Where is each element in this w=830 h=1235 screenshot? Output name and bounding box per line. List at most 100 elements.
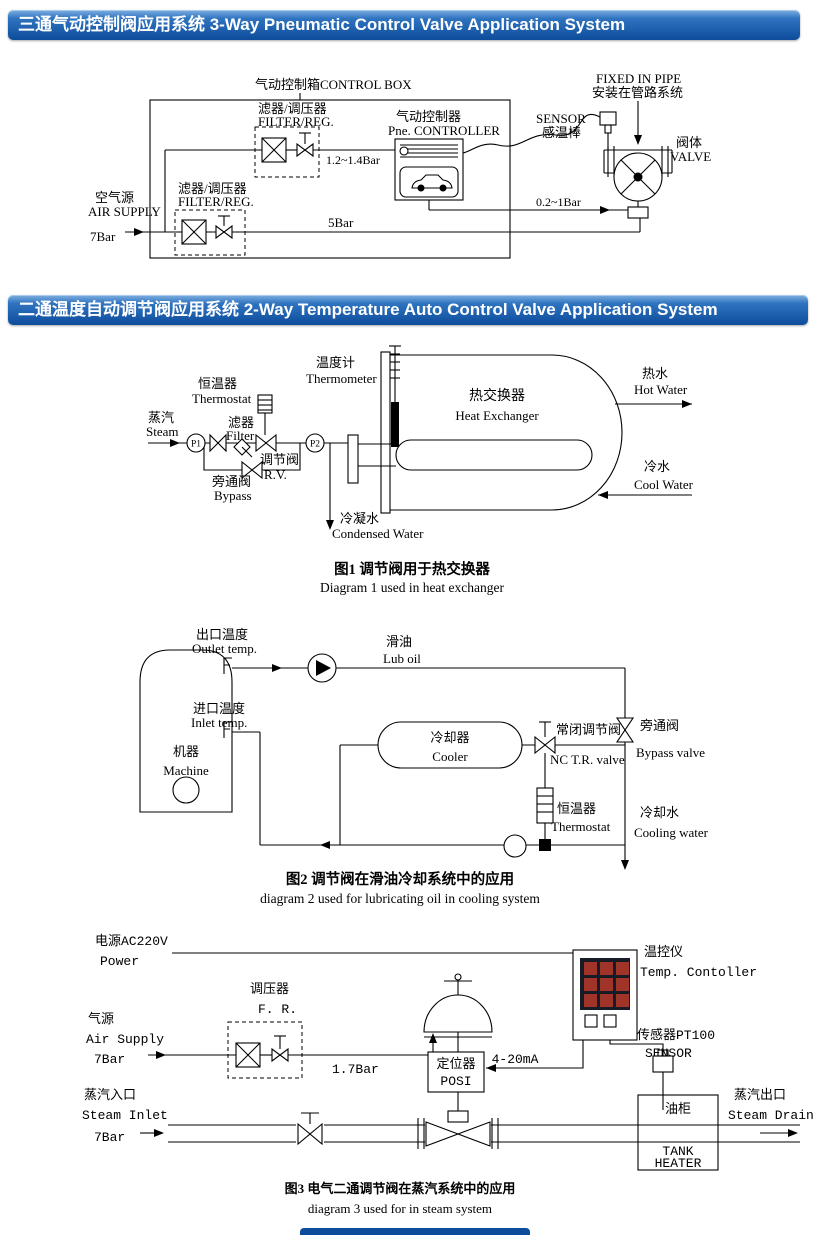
control-valve-assembly bbox=[423, 973, 493, 1111]
label-ma: 4-20mA bbox=[492, 1052, 539, 1067]
label-1214bar: 1.2~1.4Bar bbox=[326, 153, 380, 167]
label-cooler-cn: 冷却器 bbox=[430, 730, 469, 745]
air-supply-line bbox=[125, 149, 641, 236]
banner-2way-title: 二通温度自动调节阀应用系统 2-Way Temperature Auto Con… bbox=[18, 300, 718, 319]
label-hx-cn: 热交换器 bbox=[469, 387, 525, 404]
label-cool-en: Cool Water bbox=[634, 477, 694, 492]
caption-1-cn: 图1 调节阀用于热交换器 bbox=[334, 560, 490, 578]
lub-oil-circuit bbox=[232, 653, 629, 870]
diagram-lub-oil-cooling: 机器 Machine 出口温度 Outlet temp. 进口温度 Inlet … bbox=[139, 627, 709, 906]
heat-exchanger-vessel bbox=[347, 351, 623, 514]
label-rv-cn: 调节阀 bbox=[260, 452, 299, 467]
diagram-pneumatic-system: 气动控制箱CONTROL BOX 空气源 AIR SUPPLY 7Bar 5Ba… bbox=[88, 71, 711, 259]
label-steam-inlet-en: Steam Inlet bbox=[82, 1108, 168, 1123]
label-filter-cn: 滤器 bbox=[228, 415, 254, 430]
label-hot-en: Hot Water bbox=[634, 382, 688, 397]
steam-line bbox=[148, 433, 348, 530]
label-steam-drain-cn: 蒸汽出口 bbox=[734, 1088, 786, 1103]
label-condensed-cn: 冷凝水 bbox=[340, 511, 379, 526]
label-air-source-en: AIR SUPPLY bbox=[88, 204, 161, 219]
caption-3-cn: 图3 电气二通调节阀在蒸汽系统中的应用 bbox=[285, 1181, 516, 1196]
globe-valve-body bbox=[417, 1110, 499, 1149]
diagram-steam-system: 电源AC220V Power 温控仪 Temp. Contoller bbox=[82, 934, 814, 1216]
banner-3way-title: 三通气动控制阀应用系统 3-Way Pneumatic Control Valv… bbox=[18, 15, 626, 34]
label-air-source-cn: 空气源 bbox=[95, 190, 134, 205]
temp-controller-device bbox=[572, 949, 638, 1041]
label-valve-en: VALVE bbox=[670, 149, 711, 164]
diagram-heat-exchanger: 热交换器 Heat Exchanger 温度计 Thermometer 恒温器 … bbox=[146, 345, 694, 595]
label-pt100-cn: 传感器PT100 bbox=[637, 1027, 715, 1043]
label-sensor-en: SENSOR bbox=[536, 111, 586, 126]
banner-2way-system: 二通温度自动调节阀应用系统 2-Way Temperature Auto Con… bbox=[8, 295, 808, 325]
label-17bar: 1.7Bar bbox=[332, 1062, 379, 1077]
label-021bar: 0.2~1Bar bbox=[536, 195, 581, 209]
banner-3way-system: 三通气动控制阀应用系统 3-Way Pneumatic Control Valv… bbox=[8, 10, 800, 40]
label-rv-en: R.V. bbox=[264, 467, 287, 482]
label-air-en: Air Supply bbox=[86, 1032, 164, 1047]
label-cooling-water-en: Cooling water bbox=[634, 825, 709, 840]
label-inlet-cn: 进口温度 bbox=[193, 701, 245, 716]
label-machine-cn: 机器 bbox=[173, 744, 199, 759]
label-tank-en2: HEATER bbox=[655, 1156, 702, 1171]
label-bypass-cn: 旁通阀 bbox=[212, 474, 251, 489]
cool-water-line bbox=[598, 491, 692, 499]
label-fixed-en: FIXED IN PIPE bbox=[596, 71, 681, 86]
label-filter-bottom-cn: 滤器/调压器 bbox=[178, 181, 247, 196]
label-tank-en1: TANK bbox=[662, 1144, 693, 1159]
label-filter-bottom-en: FILTER/REG. bbox=[178, 194, 254, 209]
label-steam-inlet-cn: 蒸汽入口 bbox=[84, 1088, 136, 1103]
label-luboil-cn: 滑油 bbox=[386, 634, 412, 649]
label-fixed-cn: 安装在管路系统 bbox=[592, 85, 683, 100]
pt100-probe bbox=[609, 1040, 674, 1110]
hot-water-line bbox=[615, 400, 692, 408]
cooler-vessel bbox=[377, 721, 523, 769]
label-air-bar: 7Bar bbox=[94, 1052, 125, 1067]
thermometer-symbol bbox=[389, 345, 401, 447]
label-cooler-en: Cooler bbox=[432, 749, 468, 764]
tank-heater bbox=[637, 1094, 719, 1171]
label-positioner-en: POSI bbox=[440, 1074, 471, 1089]
label-thermometer-en: Thermometer bbox=[306, 371, 377, 386]
label-fr-cn: 调压器 bbox=[250, 982, 289, 997]
gauge-p1: P1 bbox=[191, 440, 201, 450]
label-filter-en: Filter bbox=[226, 428, 255, 443]
label-bypass-valve-en: Bypass valve bbox=[636, 745, 705, 760]
label-steam-cn: 蒸汽 bbox=[148, 410, 174, 425]
label-thermostat-cn: 恒温器 bbox=[198, 376, 237, 391]
label-cool-cn: 冷水 bbox=[644, 459, 670, 474]
pneumatic-controller bbox=[394, 138, 628, 214]
label-hot-cn: 热水 bbox=[642, 366, 668, 381]
label-temp-controller-en: Temp. Contoller bbox=[640, 965, 757, 980]
label-luboil-en: Lub oil bbox=[383, 651, 421, 666]
label-controller-cn: 气动控制器 bbox=[396, 109, 461, 124]
label-condensed-en: Condensed Water bbox=[332, 526, 424, 541]
valve-body-drawing bbox=[603, 146, 673, 219]
label-steam-en: Steam bbox=[146, 424, 179, 439]
label-sensor-cn: 感温棒 bbox=[542, 125, 581, 140]
bypass-valve bbox=[615, 717, 635, 743]
label-controller-en: Pne. CONTROLLER bbox=[388, 123, 500, 138]
label-filter-top-en: FILTER/REG. bbox=[258, 114, 334, 129]
label-thermometer-cn: 温度计 bbox=[316, 355, 355, 370]
caption-2-en: diagram 2 used for lubricating oil in co… bbox=[260, 891, 540, 906]
label-nc-valve-cn: 常闭调节阀 bbox=[556, 722, 621, 737]
signal-line bbox=[486, 1040, 584, 1072]
label-air-cn: 气源 bbox=[88, 1011, 114, 1027]
label-temp-controller-cn: 温控仪 bbox=[644, 945, 683, 960]
control-box-outline bbox=[149, 93, 511, 259]
label-tank-cn: 油柜 bbox=[665, 1102, 691, 1117]
label-steam-inlet-bar: 7Bar bbox=[94, 1130, 125, 1145]
label-5bar: 5Bar bbox=[328, 215, 354, 230]
gauge-p2: P2 bbox=[310, 440, 320, 450]
fr-unit bbox=[148, 1021, 428, 1079]
label-control-box: 气动控制箱CONTROL BOX bbox=[255, 77, 412, 92]
label-thermostat2-cn: 恒温器 bbox=[557, 801, 596, 816]
label-outlet-en: Outlet temp. bbox=[192, 641, 257, 656]
label-thermostat-en: Thermostat bbox=[192, 391, 252, 406]
label-bypass-en: Bypass bbox=[214, 488, 252, 503]
nc-control-valve bbox=[534, 721, 556, 755]
thermostat-symbol bbox=[257, 394, 273, 435]
thermostat-assembly bbox=[536, 753, 554, 851]
filter-regulator-top bbox=[254, 126, 395, 178]
